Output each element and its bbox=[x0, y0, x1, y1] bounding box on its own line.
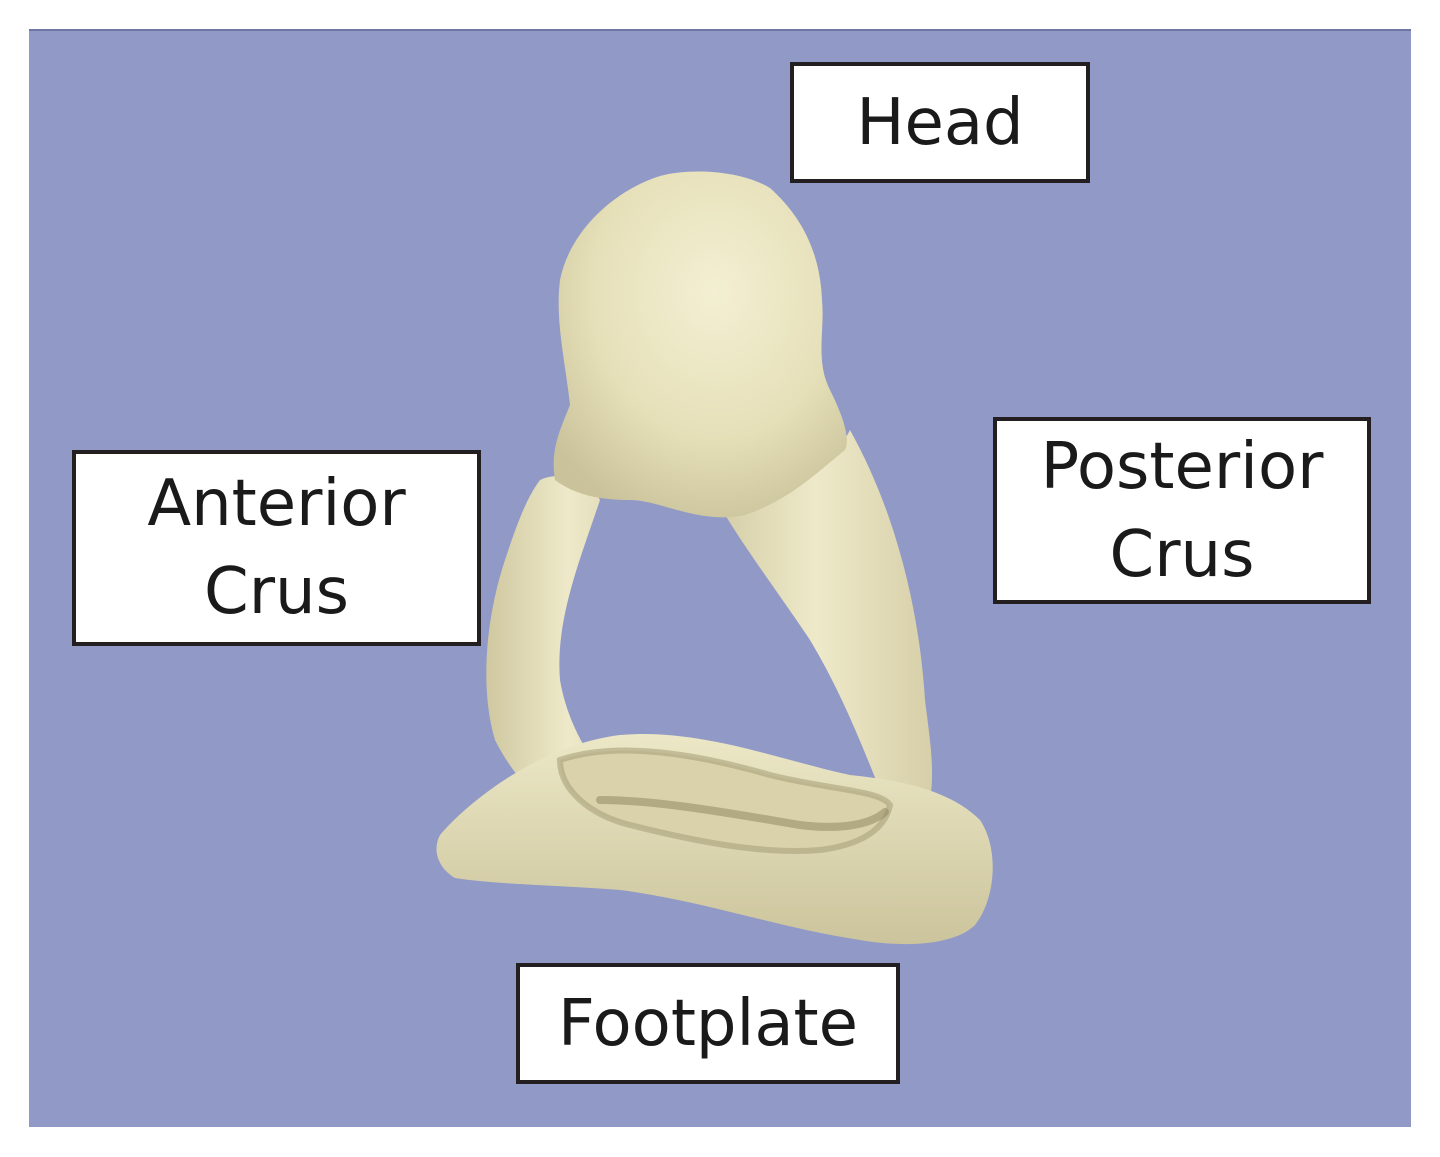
label-anterior-crus-line2: Crus bbox=[204, 555, 349, 629]
label-footplate-text: Footplate bbox=[557, 986, 859, 1061]
footplate-groove bbox=[596, 796, 889, 831]
label-posterior-crus-line1: Posterior bbox=[1040, 429, 1324, 504]
label-posterior-crus: Posterior Crus bbox=[993, 417, 1371, 604]
label-posterior-crus-line2: Crus bbox=[1109, 517, 1255, 592]
label-anterior-crus: Anterior Crus bbox=[72, 450, 481, 646]
label-head-text: Head bbox=[856, 85, 1024, 160]
label-head: Head bbox=[790, 62, 1090, 183]
label-anterior-crus-line1: Anterior bbox=[147, 467, 406, 541]
anterior-crus-shape bbox=[486, 476, 650, 845]
head-shape bbox=[553, 171, 847, 518]
label-footplate: Footplate bbox=[516, 963, 900, 1084]
posterior-crus-shape bbox=[700, 430, 933, 800]
